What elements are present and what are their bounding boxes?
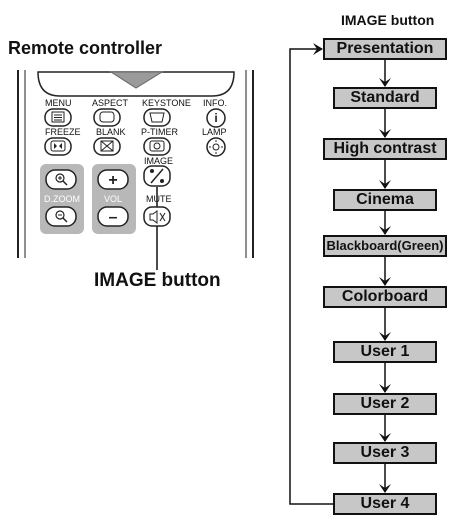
menu-icon (51, 111, 65, 123)
info-label: INFO. (203, 98, 227, 108)
mode-box-user-3: User 3 (333, 442, 437, 464)
flow-arrowhead (379, 78, 391, 87)
aspect-icon (99, 111, 115, 123)
lamp-button[interactable] (206, 137, 226, 157)
flow-arrowhead (379, 226, 391, 235)
image-label: IMAGE (144, 156, 174, 166)
info-icon: i (214, 111, 217, 125)
blank-label: BLANK (96, 127, 126, 137)
zoom-in-button[interactable] (45, 169, 77, 190)
mute-button[interactable] (143, 206, 171, 227)
freeze-icon (50, 140, 66, 152)
freeze-button[interactable] (44, 137, 72, 156)
d-zoom-label: D.ZOOM (44, 194, 80, 204)
mode-box-colorboard: Colorboard (323, 286, 447, 308)
flow-arrowhead (379, 277, 391, 286)
aspect-button[interactable] (93, 108, 121, 127)
aspect-label: ASPECT (92, 98, 129, 108)
lamp-icon (209, 140, 223, 154)
flow-arrowhead (379, 384, 391, 393)
minus-icon: – (109, 209, 118, 226)
mode-box-blackboard-green: Blackboard(Green) (323, 235, 447, 257)
flow-arrowhead (379, 332, 391, 341)
info-button[interactable]: i (206, 108, 226, 128)
volume-icon: + (108, 172, 117, 189)
mode-box-user-1: User 1 (333, 341, 437, 363)
p-timer-button[interactable] (143, 137, 171, 156)
freeze-label: FREEZE (45, 127, 81, 137)
mute-label: MUTE (146, 194, 172, 204)
p-timer-label: P-TIMER (141, 127, 178, 137)
keystone-button[interactable] (143, 108, 171, 127)
image-button[interactable] (143, 165, 171, 187)
mute-icon (149, 210, 166, 224)
image-button-callout: IMAGE button (94, 270, 221, 291)
image-icon (150, 168, 164, 184)
flow-arrowhead (379, 484, 391, 493)
zoom-icon (55, 173, 68, 186)
volume-up-button[interactable]: + (97, 169, 129, 190)
mode-box-user-4: User 4 (333, 493, 437, 515)
loop-back-line (289, 48, 333, 505)
keystone-label: KEYSTONE (142, 98, 191, 108)
flow-arrowhead (379, 433, 391, 442)
vol-label: VOL (104, 194, 123, 204)
mode-box-high-contrast: High contrast (323, 138, 447, 160)
zoom-out-icon (55, 210, 68, 223)
menu-button[interactable] (44, 108, 72, 127)
volume-down-button[interactable]: – (97, 206, 129, 227)
blank-icon (100, 140, 114, 152)
flow-arrowhead (379, 129, 391, 138)
timer-icon (149, 140, 165, 152)
remote-controller-title: Remote controller (8, 38, 163, 58)
mode-box-cinema: Cinema (333, 189, 437, 211)
loop-back-arrowhead (313, 43, 323, 55)
flow-arrowhead (379, 180, 391, 189)
keystone-icon (149, 112, 165, 123)
mode-box-user-2: User 2 (333, 393, 437, 415)
mode-box-presentation: Presentation (323, 38, 447, 60)
blank-button[interactable] (93, 137, 121, 156)
zoom-out-button[interactable] (45, 206, 77, 227)
mode-box-standard: Standard (333, 87, 437, 109)
menu-label: MENU (45, 98, 72, 108)
flow-title: IMAGE button (341, 12, 435, 28)
lamp-label: LAMP (202, 127, 227, 137)
